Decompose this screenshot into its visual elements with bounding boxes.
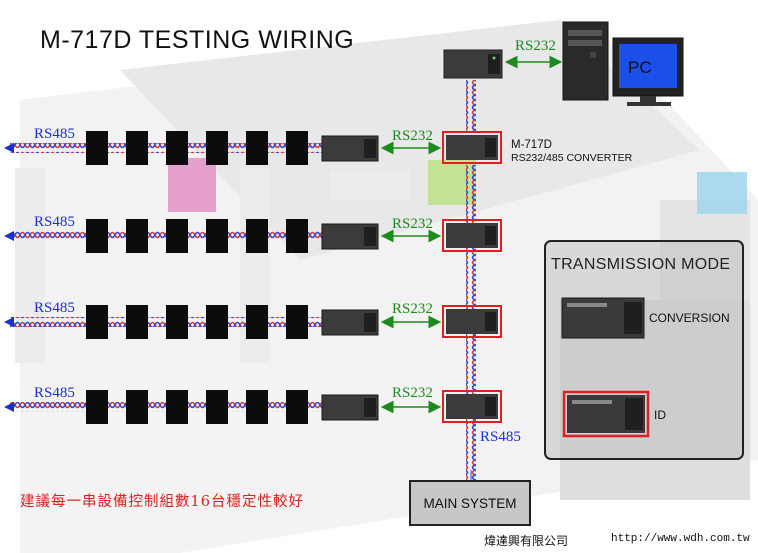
- pink-accent: [168, 158, 216, 212]
- transmission-mode-panel: [544, 240, 744, 460]
- row-2: [4, 219, 502, 253]
- rs232-label-row-3: RS232: [392, 301, 433, 317]
- monitor-icon: [612, 37, 684, 106]
- converter-terminal: [364, 398, 376, 417]
- converter-module-icon: [443, 49, 503, 79]
- id-module-icon: [562, 390, 650, 438]
- device-block-icon: [246, 131, 268, 165]
- device-block-icon: [166, 305, 188, 339]
- converter-terminal: [485, 138, 496, 157]
- pc-label: PC: [628, 58, 652, 77]
- converter-desc: RS232/485 CONVERTER: [511, 152, 633, 164]
- main-system-box: MAIN SYSTEM: [409, 480, 531, 526]
- device-block-icon: [166, 390, 188, 424]
- chinese-note: 建議每一串設備控制組數16台穩定性較好: [20, 494, 304, 510]
- transmission-mode-title: TRANSMISSION MODE: [551, 256, 731, 273]
- computer-tower-icon: [562, 21, 609, 101]
- device-block-icon: [286, 390, 308, 424]
- id-label: ID: [654, 408, 666, 422]
- m717d-highlight-box: [442, 219, 502, 252]
- device-block-icon: [86, 390, 108, 424]
- m717d-highlight-box: [442, 305, 502, 338]
- conversion-module-icon: [561, 297, 645, 339]
- device-block-icon: [246, 390, 268, 424]
- device-rows: [4, 131, 502, 424]
- device-block-icon: [86, 131, 108, 165]
- device-block-icon: [166, 219, 188, 253]
- rs485-label-row-4: RS485: [34, 385, 75, 401]
- device-block-icon: [206, 305, 228, 339]
- row-3: [4, 305, 502, 339]
- m717d-highlight-box: [442, 390, 502, 423]
- device-block-icon: [286, 305, 308, 339]
- device-block-icon: [126, 219, 148, 253]
- converter-terminal: [364, 139, 376, 158]
- arrow-left-icon: [4, 231, 14, 241]
- converter-terminal: [364, 313, 376, 332]
- device-block-icon: [86, 219, 108, 253]
- converter-terminal: [485, 226, 496, 245]
- device-block-icon: [126, 305, 148, 339]
- converter-terminal: [485, 312, 496, 331]
- rs232-label-row-1: RS232: [392, 128, 433, 144]
- page-title: M-717D TESTING WIRING: [40, 26, 355, 54]
- vertical-bus-top: [466, 80, 476, 132]
- m717d-highlight-box: [442, 131, 502, 164]
- device-block-icon: [286, 131, 308, 165]
- device-block-icon: [206, 390, 228, 424]
- rs485-label-row-2: RS485: [34, 214, 75, 230]
- arrow-left-icon: [4, 402, 14, 412]
- rs485-main-label: RS485: [480, 429, 521, 445]
- website-url: http://www.wdh.com.tw: [611, 533, 750, 545]
- converter-terminal: [364, 227, 376, 246]
- rs485-label-row-1: RS485: [34, 126, 75, 142]
- device-block-icon: [126, 131, 148, 165]
- device-block-icon: [166, 131, 188, 165]
- conversion-label: CONVERSION: [649, 311, 730, 325]
- rs232-label-row-4: RS232: [392, 385, 433, 401]
- converter-name: M-717D: [511, 139, 552, 151]
- row-4: [4, 390, 502, 424]
- rs485-label-row-3: RS485: [34, 300, 75, 316]
- arrow-left-icon: [4, 143, 14, 153]
- device-block-icon: [286, 219, 308, 253]
- row-1: [4, 131, 502, 165]
- rs232-pc-label: RS232: [515, 38, 556, 54]
- device-block-icon: [246, 219, 268, 253]
- device-block-icon: [206, 219, 228, 253]
- device-block-icon: [246, 305, 268, 339]
- rs232-label-row-2: RS232: [392, 216, 433, 232]
- converter-terminal: [485, 397, 496, 416]
- arrow-left-icon: [4, 317, 14, 327]
- device-block-icon: [86, 305, 108, 339]
- main-system-label: MAIN SYSTEM: [423, 495, 517, 511]
- device-block-icon: [126, 390, 148, 424]
- company-name: 煒達興有限公司: [484, 534, 569, 548]
- blue-accent: [697, 172, 747, 214]
- device-block-icon: [206, 131, 228, 165]
